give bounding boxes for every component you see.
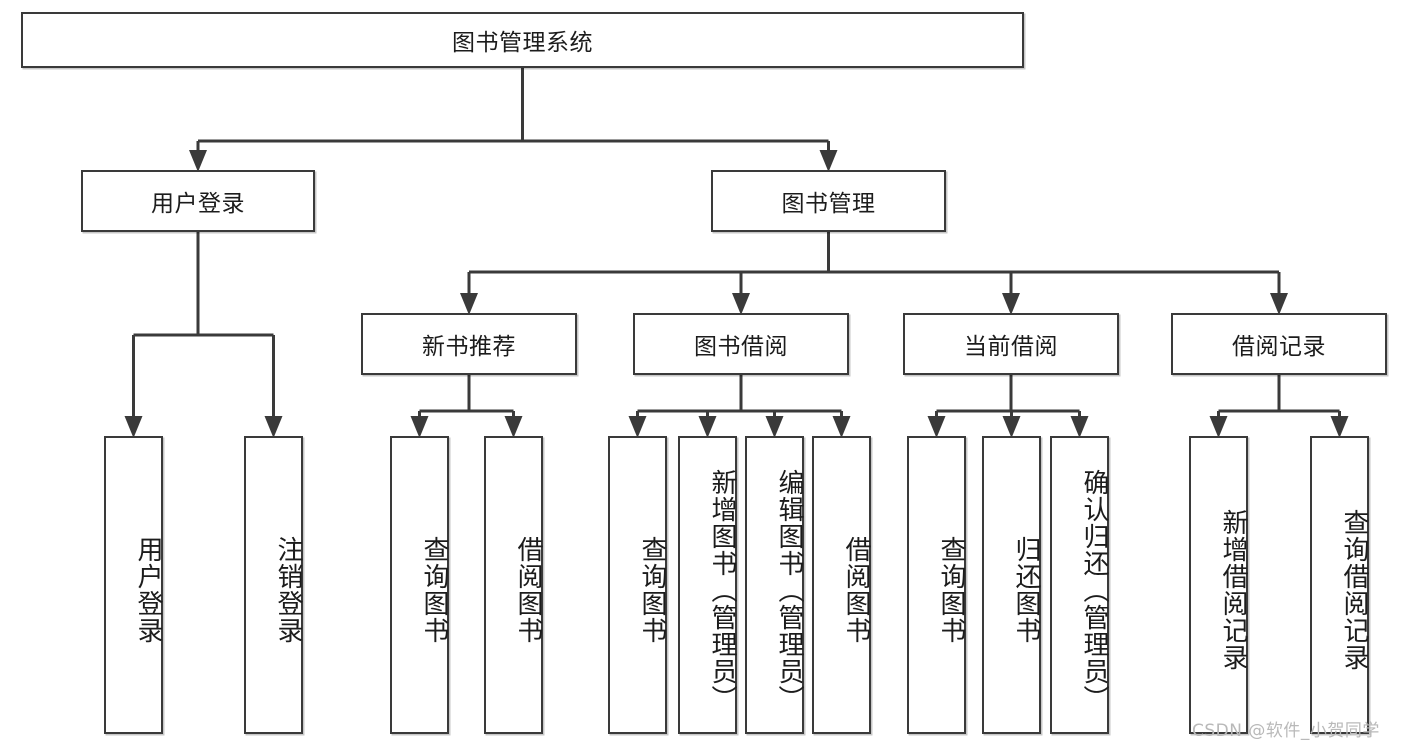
node-label: 归还图书 bbox=[1011, 536, 1041, 644]
node-label: 新书推荐 bbox=[422, 334, 516, 360]
leaf-return-book[interactable]: 归还图书 bbox=[982, 436, 1041, 734]
node-label: 新增图书（管理员） bbox=[707, 468, 737, 712]
node-book-manage[interactable]: 图书管理 bbox=[711, 170, 946, 232]
node-label: 图书管理系统 bbox=[452, 30, 593, 56]
node-label: 当前借阅 bbox=[964, 334, 1058, 360]
node-label: 注销登录 bbox=[273, 536, 303, 644]
node-label: 查询借阅记录 bbox=[1339, 509, 1369, 671]
leaf-edit-book[interactable]: 编辑图书（管理员） bbox=[745, 436, 804, 734]
node-label: 用户登录 bbox=[151, 191, 245, 217]
node-current-borrow[interactable]: 当前借阅 bbox=[903, 313, 1119, 375]
leaf-user-login[interactable]: 用户登录 bbox=[104, 436, 163, 734]
node-root[interactable]: 图书管理系统 bbox=[21, 12, 1024, 68]
leaf-add-record[interactable]: 新增借阅记录 bbox=[1189, 436, 1248, 734]
leaf-query-book-cb[interactable]: 查询图书 bbox=[907, 436, 966, 734]
node-label: 编辑图书（管理员） bbox=[774, 468, 804, 712]
leaf-borrow-book-rec[interactable]: 借阅图书 bbox=[484, 436, 543, 734]
leaf-confirm-return[interactable]: 确认归还（管理员） bbox=[1050, 436, 1109, 734]
node-book-borrow[interactable]: 图书借阅 bbox=[633, 313, 849, 375]
node-label: 借阅图书 bbox=[841, 536, 871, 644]
leaf-query-book-bb[interactable]: 查询图书 bbox=[608, 436, 667, 734]
node-new-book-rec[interactable]: 新书推荐 bbox=[361, 313, 577, 375]
leaf-add-book[interactable]: 新增图书（管理员） bbox=[678, 436, 737, 734]
node-user-login[interactable]: 用户登录 bbox=[81, 170, 315, 232]
node-label: 查询图书 bbox=[936, 536, 966, 644]
leaf-query-book-rec[interactable]: 查询图书 bbox=[390, 436, 449, 734]
leaf-query-record[interactable]: 查询借阅记录 bbox=[1310, 436, 1369, 734]
node-label: 查询图书 bbox=[419, 536, 449, 644]
node-label: 图书管理 bbox=[781, 191, 876, 217]
node-label: 确认归还（管理员） bbox=[1079, 468, 1109, 712]
node-label: 借阅图书 bbox=[513, 536, 543, 644]
csdn-watermark: CSDN @软件_小贺同学 bbox=[1192, 721, 1380, 741]
leaf-user-logout[interactable]: 注销登录 bbox=[244, 436, 303, 734]
leaf-borrow-book-bb[interactable]: 借阅图书 bbox=[812, 436, 871, 734]
node-label: 图书借阅 bbox=[694, 334, 788, 360]
node-label: 查询图书 bbox=[637, 536, 667, 644]
node-label: 借阅记录 bbox=[1232, 334, 1326, 360]
node-label: 新增借阅记录 bbox=[1218, 509, 1248, 671]
node-label: 用户登录 bbox=[133, 536, 163, 644]
node-borrow-record[interactable]: 借阅记录 bbox=[1171, 313, 1387, 375]
